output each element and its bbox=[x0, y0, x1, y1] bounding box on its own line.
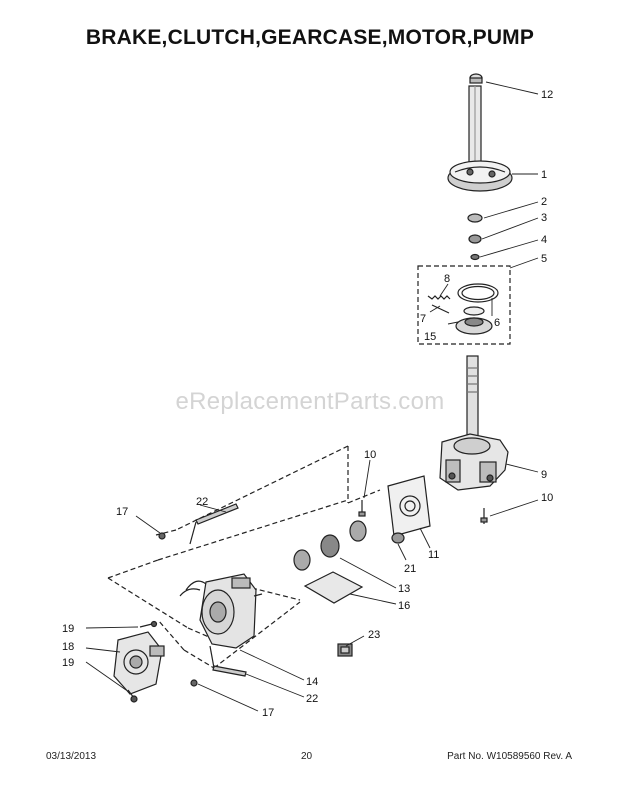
part-16-pad bbox=[303, 571, 364, 604]
part-19-screw-lower bbox=[127, 689, 138, 703]
watermark: eReplacementParts.com bbox=[175, 388, 445, 415]
part-3-washer bbox=[468, 234, 482, 244]
callout-21: 21 bbox=[404, 563, 416, 575]
footer-part-number: Part No. W10589560 Rev. A bbox=[447, 751, 572, 762]
callout-7: 7 bbox=[420, 313, 426, 325]
callout-1: 1 bbox=[541, 169, 547, 181]
part-6-clutch-ring bbox=[457, 283, 499, 303]
callout-17-lower: 17 bbox=[262, 707, 274, 719]
page-title: BRAKE,CLUTCH,GEARCASE,MOTOR,PUMP bbox=[85, 26, 535, 49]
part-18-pump bbox=[113, 631, 165, 695]
part-11-plate bbox=[387, 475, 431, 537]
part-1-brake bbox=[447, 160, 513, 192]
upper-shaft bbox=[468, 85, 482, 165]
callout-13: 13 bbox=[398, 583, 410, 595]
footer-date: 03/13/2013 bbox=[46, 751, 97, 762]
part-9-gearcase bbox=[439, 433, 509, 491]
callout-11: 11 bbox=[428, 549, 439, 561]
part-10-bolt-upper bbox=[358, 500, 366, 517]
part-22-rod-lower bbox=[209, 645, 247, 677]
callout-6: 6 bbox=[494, 317, 500, 329]
footer-page-number: 20 bbox=[301, 751, 313, 762]
leader-lines bbox=[85, 81, 539, 712]
callout-4: 4 bbox=[541, 234, 547, 246]
callout-23: 23 bbox=[368, 629, 380, 641]
callout-12: 12 bbox=[541, 89, 553, 101]
callout-15: 15 bbox=[424, 331, 436, 343]
callout-17-upper: 17 bbox=[116, 506, 128, 518]
part-15-clutch-hub bbox=[455, 306, 493, 335]
callout-10-lower: 10 bbox=[541, 492, 553, 504]
part-22-rod-upper bbox=[189, 503, 239, 545]
part-5-clutch-group bbox=[417, 265, 511, 345]
callout-10-upper: 10 bbox=[364, 449, 376, 461]
callout-18: 18 bbox=[62, 641, 74, 653]
part-23-clip bbox=[337, 643, 353, 657]
callout-19-lower: 19 bbox=[62, 657, 74, 669]
part-13-pump-parts bbox=[293, 520, 367, 571]
part-7-pin bbox=[431, 304, 450, 314]
callout-8: 8 bbox=[444, 273, 450, 285]
part-17-screw-lower bbox=[190, 679, 198, 687]
part-2-washer bbox=[467, 213, 483, 223]
part-17-screw-upper bbox=[158, 532, 166, 540]
part-8-spring bbox=[427, 295, 451, 300]
callout-16: 16 bbox=[398, 600, 410, 612]
part-4-washer bbox=[470, 253, 480, 261]
callout-19-upper: 19 bbox=[62, 623, 74, 635]
part-14-motor bbox=[179, 573, 263, 649]
callout-3: 3 bbox=[541, 212, 547, 224]
callout-2: 2 bbox=[541, 196, 547, 208]
part-21-plug bbox=[391, 532, 405, 544]
part-10-bolt-lower bbox=[480, 508, 488, 524]
callout-9: 9 bbox=[541, 469, 547, 481]
callout-22-upper: 22 bbox=[196, 496, 208, 508]
callout-5: 5 bbox=[541, 253, 547, 265]
part-19-screw-upper bbox=[139, 620, 158, 628]
alignment-lines bbox=[107, 445, 381, 669]
callout-14: 14 bbox=[306, 676, 318, 688]
callout-22-lower: 22 bbox=[306, 693, 318, 705]
part-12-cap bbox=[469, 73, 483, 84]
